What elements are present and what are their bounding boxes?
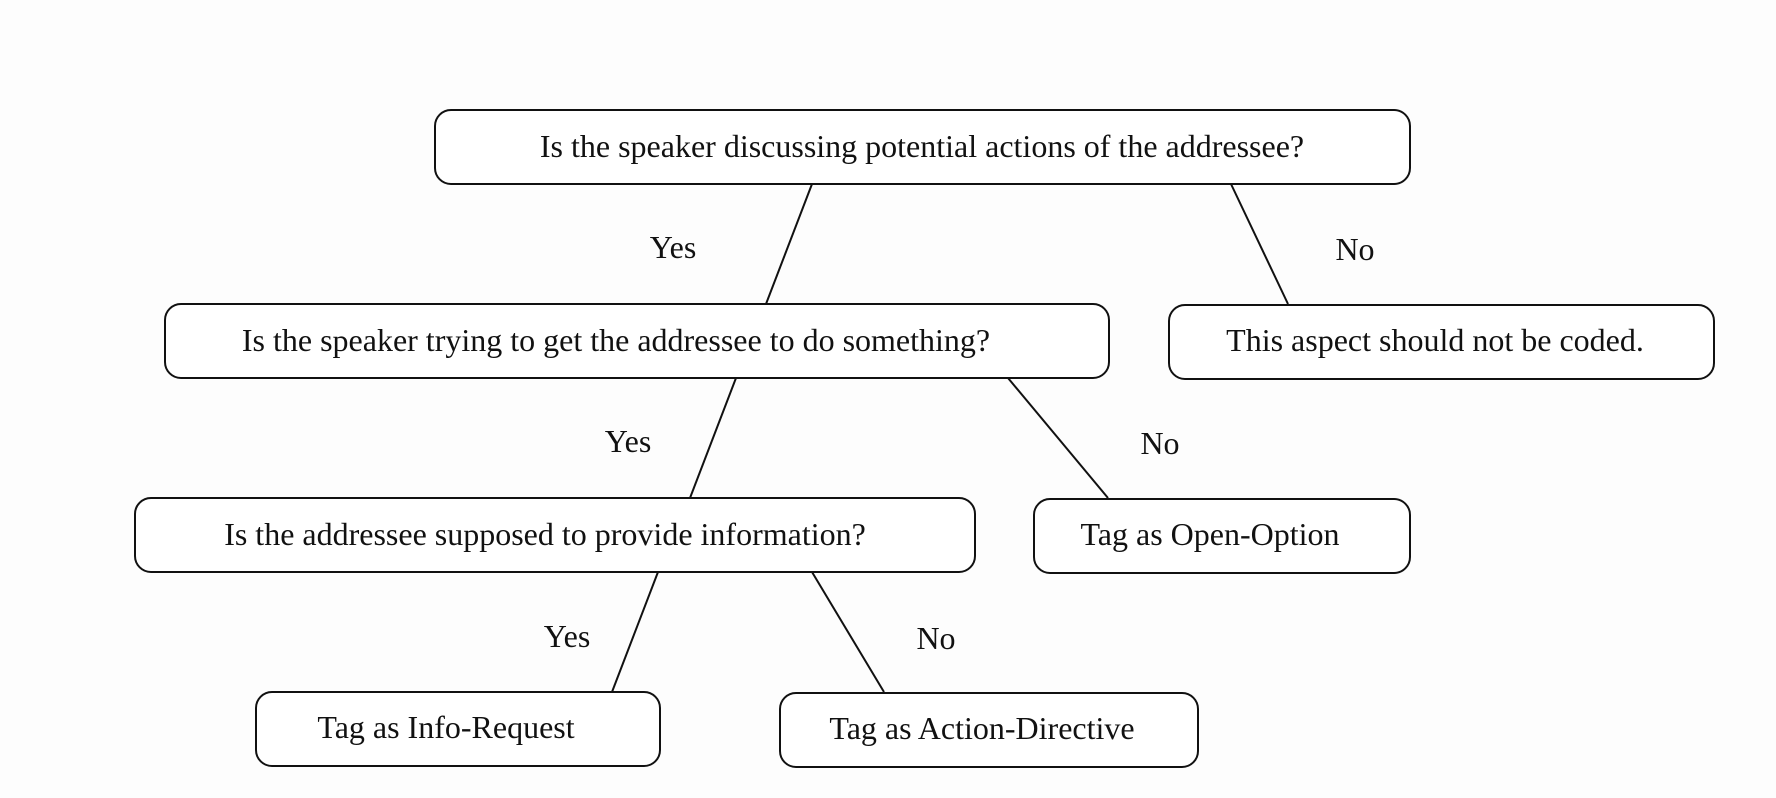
- node-info-request: Tag as Info-Request: [255, 691, 661, 767]
- edge-label-q3-action-directive: No: [916, 620, 955, 656]
- node-action-directive-label: Tag as Action-Directive: [829, 710, 1134, 746]
- node-q2-box: [164, 303, 1110, 379]
- node-q3-box: [134, 497, 976, 573]
- node-action-directive: Tag as Action-Directive: [779, 692, 1199, 768]
- nodes: Is the speaker discussing potential acti…: [134, 109, 1715, 768]
- node-open-option-label: Tag as Open-Option: [1080, 516, 1339, 552]
- node-open-option-box: [1033, 498, 1411, 574]
- node-not-coded-box: [1168, 304, 1715, 380]
- edge-label-q2-open-option: No: [1140, 425, 1179, 461]
- node-info-request-box: [255, 691, 661, 767]
- node-q1: Is the speaker discussing potential acti…: [434, 109, 1411, 185]
- edge-q2-open-option: [1007, 377, 1109, 499]
- edges: Yes No Yes No Yes No: [544, 183, 1375, 693]
- edge-q3-info-request: [611, 571, 659, 693]
- node-q2-label: Is the speaker trying to get the address…: [242, 322, 990, 358]
- node-q3-label: Is the addressee supposed to provide inf…: [224, 516, 866, 552]
- edge-label-q3-info-request: Yes: [544, 618, 591, 654]
- edge-q1-not-coded: [1230, 183, 1289, 305]
- node-action-directive-box: [779, 692, 1199, 768]
- node-open-option: Tag as Open-Option: [1033, 498, 1411, 574]
- node-info-request-label: Tag as Info-Request: [317, 709, 574, 745]
- edge-label-q1-q2: Yes: [650, 229, 697, 265]
- node-q2: Is the speaker trying to get the address…: [164, 303, 1110, 379]
- node-q3: Is the addressee supposed to provide inf…: [134, 497, 976, 573]
- edge-q2-q3: [689, 377, 737, 499]
- edge-q3-action-directive: [811, 571, 885, 693]
- node-not-coded-label: This aspect should not be coded.: [1226, 322, 1644, 358]
- edge-q1-q2: [765, 183, 813, 305]
- node-q1-label: Is the speaker discussing potential acti…: [540, 128, 1304, 164]
- node-q1-box: [434, 109, 1411, 185]
- edge-label-q1-not-coded: No: [1335, 231, 1374, 267]
- edge-label-q2-q3: Yes: [605, 423, 652, 459]
- node-not-coded: This aspect should not be coded.: [1168, 304, 1715, 380]
